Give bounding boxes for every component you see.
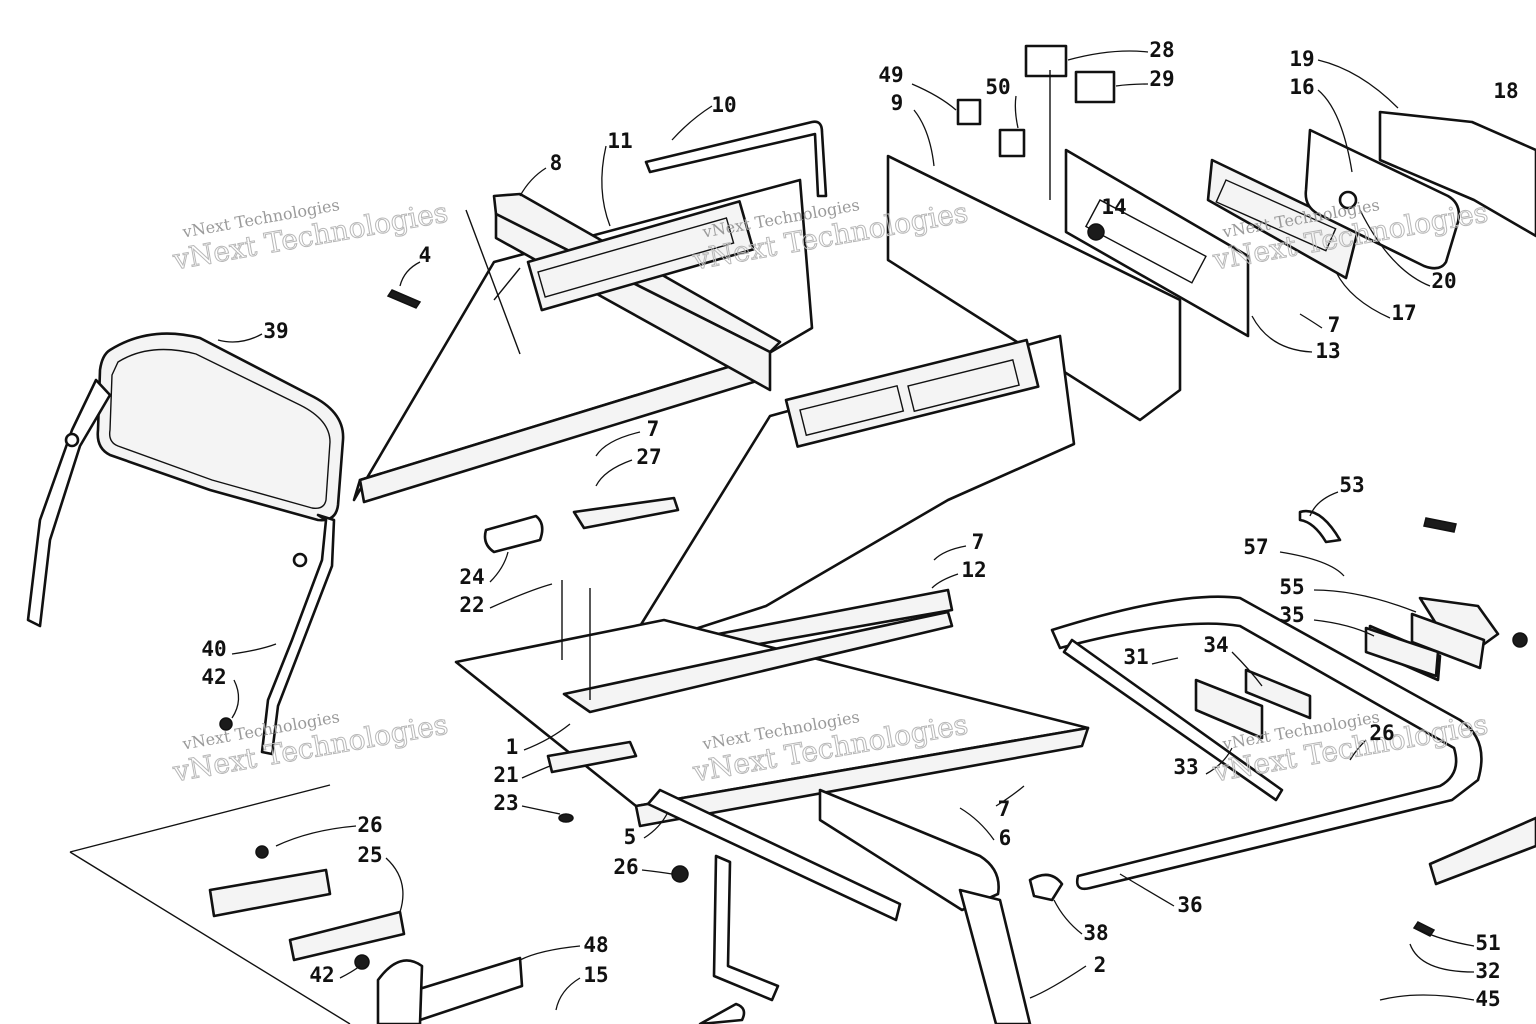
callout-c29: 29 (1149, 67, 1174, 91)
callout-c12: 12 (961, 558, 986, 582)
callout-c22: 22 (459, 593, 484, 617)
callout-c5: 5 (624, 825, 637, 849)
callout-c55: 55 (1279, 575, 1304, 599)
right-hardware (1298, 509, 1536, 937)
callout-c31: 31 (1123, 645, 1148, 669)
callout-c15: 15 (583, 963, 608, 987)
callout-c7d: 7 (998, 797, 1011, 821)
callout-c18: 18 (1493, 79, 1518, 103)
callout-c27: 27 (636, 445, 661, 469)
left-side-panel (352, 120, 828, 504)
callout-c49: 49 (878, 63, 903, 87)
callout-c36: 36 (1177, 893, 1202, 917)
callout-c1: 1 (506, 735, 519, 759)
callout-c17: 17 (1391, 301, 1416, 325)
callout-c2: 2 (1094, 953, 1107, 977)
callout-c35: 35 (1279, 603, 1304, 627)
callout-c26b: 26 (357, 813, 382, 837)
callout-c20: 20 (1431, 269, 1456, 293)
callout-c45: 45 (1475, 987, 1500, 1011)
callout-c42b: 42 (309, 963, 334, 987)
callout-c14: 14 (1101, 195, 1126, 219)
rear-panel-assembly (886, 44, 1250, 422)
callout-c53: 53 (1339, 473, 1364, 497)
callout-c26c: 26 (613, 855, 638, 879)
callout-c28: 28 (1149, 38, 1174, 62)
callout-c34: 34 (1203, 633, 1228, 657)
callout-c9: 9 (891, 91, 904, 115)
callout-c51: 51 (1475, 931, 1500, 955)
callout-c50: 50 (985, 75, 1010, 99)
callout-c7c: 7 (972, 530, 985, 554)
callout-c13: 13 (1315, 339, 1340, 363)
guide-lines (69, 70, 1051, 1024)
leader-lines (217, 50, 1475, 1011)
callout-c16: 16 (1289, 75, 1314, 99)
callout-c8: 8 (550, 151, 563, 175)
callout-c26a: 26 (1369, 721, 1394, 745)
callout-c39: 39 (263, 319, 288, 343)
callout-c32: 32 (1475, 959, 1500, 983)
backrest-assembly (26, 332, 345, 756)
callout-c7a: 7 (1328, 313, 1341, 337)
callout-c33: 33 (1173, 755, 1198, 779)
tail-light-assembly (1206, 110, 1536, 280)
callout-c40: 40 (201, 637, 226, 661)
callout-c24: 24 (459, 565, 484, 589)
callout-c23: 23 (493, 791, 518, 815)
lower-frame (646, 595, 1483, 1024)
callout-c11: 11 (607, 129, 632, 153)
callout-c42a: 42 (201, 665, 226, 689)
callout-c19: 19 (1289, 47, 1314, 71)
floor-pan (454, 496, 1090, 828)
callout-c10: 10 (711, 93, 736, 117)
callout-c25: 25 (357, 843, 382, 867)
callout-c48: 48 (583, 933, 608, 957)
callout-c21: 21 (493, 763, 518, 787)
callout-c7b: 7 (647, 417, 660, 441)
lower-left-hardware (208, 845, 746, 1024)
callout-c38: 38 (1083, 921, 1108, 945)
callout-c4: 4 (419, 243, 432, 267)
callout-c57: 57 (1243, 535, 1268, 559)
callout-c6: 6 (999, 826, 1012, 850)
